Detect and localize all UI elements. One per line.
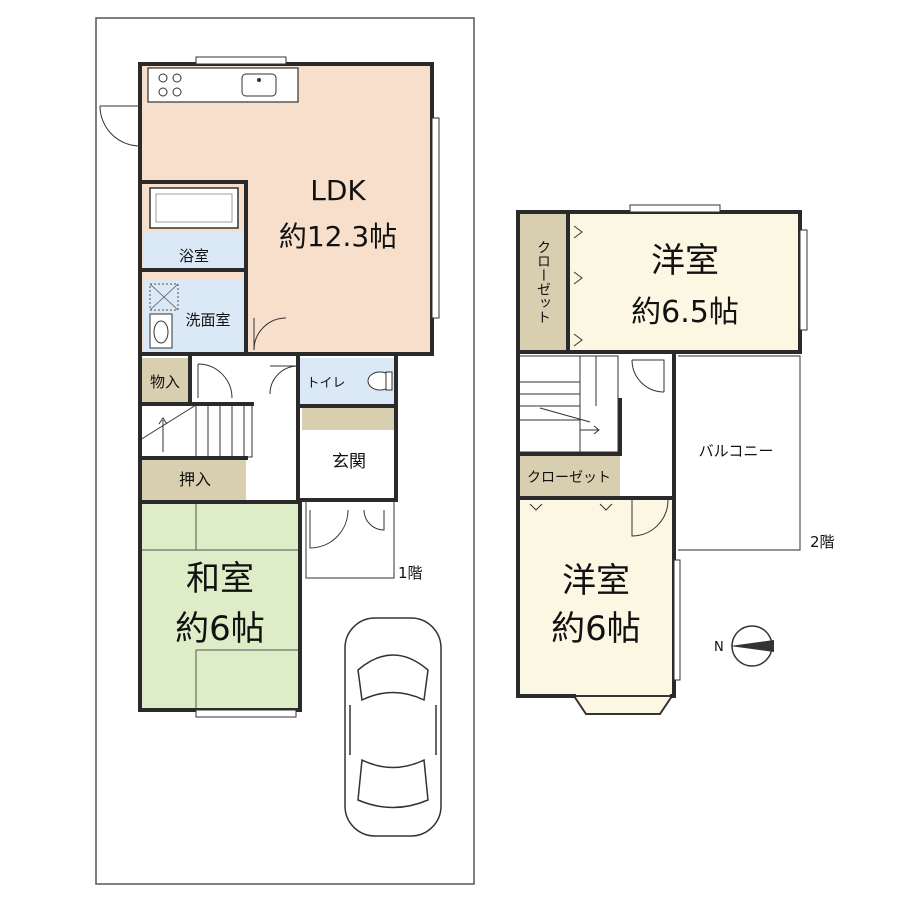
toilet-label: トイレ [306,376,345,391]
bathtub [149,187,239,229]
ldk-name-label: LDK [310,174,366,207]
storage-label: 物入 [150,373,180,391]
washitsu-name-label: 和室 [186,559,254,599]
closet-vertical-room [518,212,568,352]
closet-horizontal-room [518,456,620,496]
floor2-label: 2階 [810,533,835,551]
ldk-size-label: 約12.3帖 [279,220,397,253]
entrance-label: 玄関 [332,452,366,472]
walls-floor2 [516,210,802,698]
bath-label: 浴室 [179,247,209,265]
closet-vertical-label: クローゼット [535,240,551,324]
doors-floor2 [529,225,669,537]
compass-north-label: N [714,640,724,655]
closet-horizontal-label: クローゼット [527,470,611,486]
lot-boundary [95,17,475,885]
car-icon [344,617,442,837]
stairs-floor1 [139,404,253,458]
entrance-room [302,430,394,498]
compass-icon: N [714,625,774,667]
doors-floor1 [99,105,395,579]
washitsu-size-label: 約6帖 [175,609,265,649]
balcony-label: バルコニー [699,442,774,460]
floor1-label: 1階 [398,564,423,582]
bath-room [144,232,246,268]
closet-room [140,460,246,500]
yoshitsu1-room [570,212,800,352]
closet-label: 押入 [179,470,211,489]
stairs-floor2 [517,355,619,453]
bay-window [572,695,674,715]
yoshitsu1-name-label: 洋室 [651,241,719,281]
washroom-label: 洗面室 [185,311,230,329]
yoshitsu2-name-label: 洋室 [562,561,630,601]
washitsu-room [140,504,300,710]
storage-room [140,358,190,402]
yoshitsu1-size-label: 約6.5帖 [631,295,739,330]
balcony-outline [678,355,801,551]
yoshitsu2-size-label: 約6帖 [551,609,641,649]
